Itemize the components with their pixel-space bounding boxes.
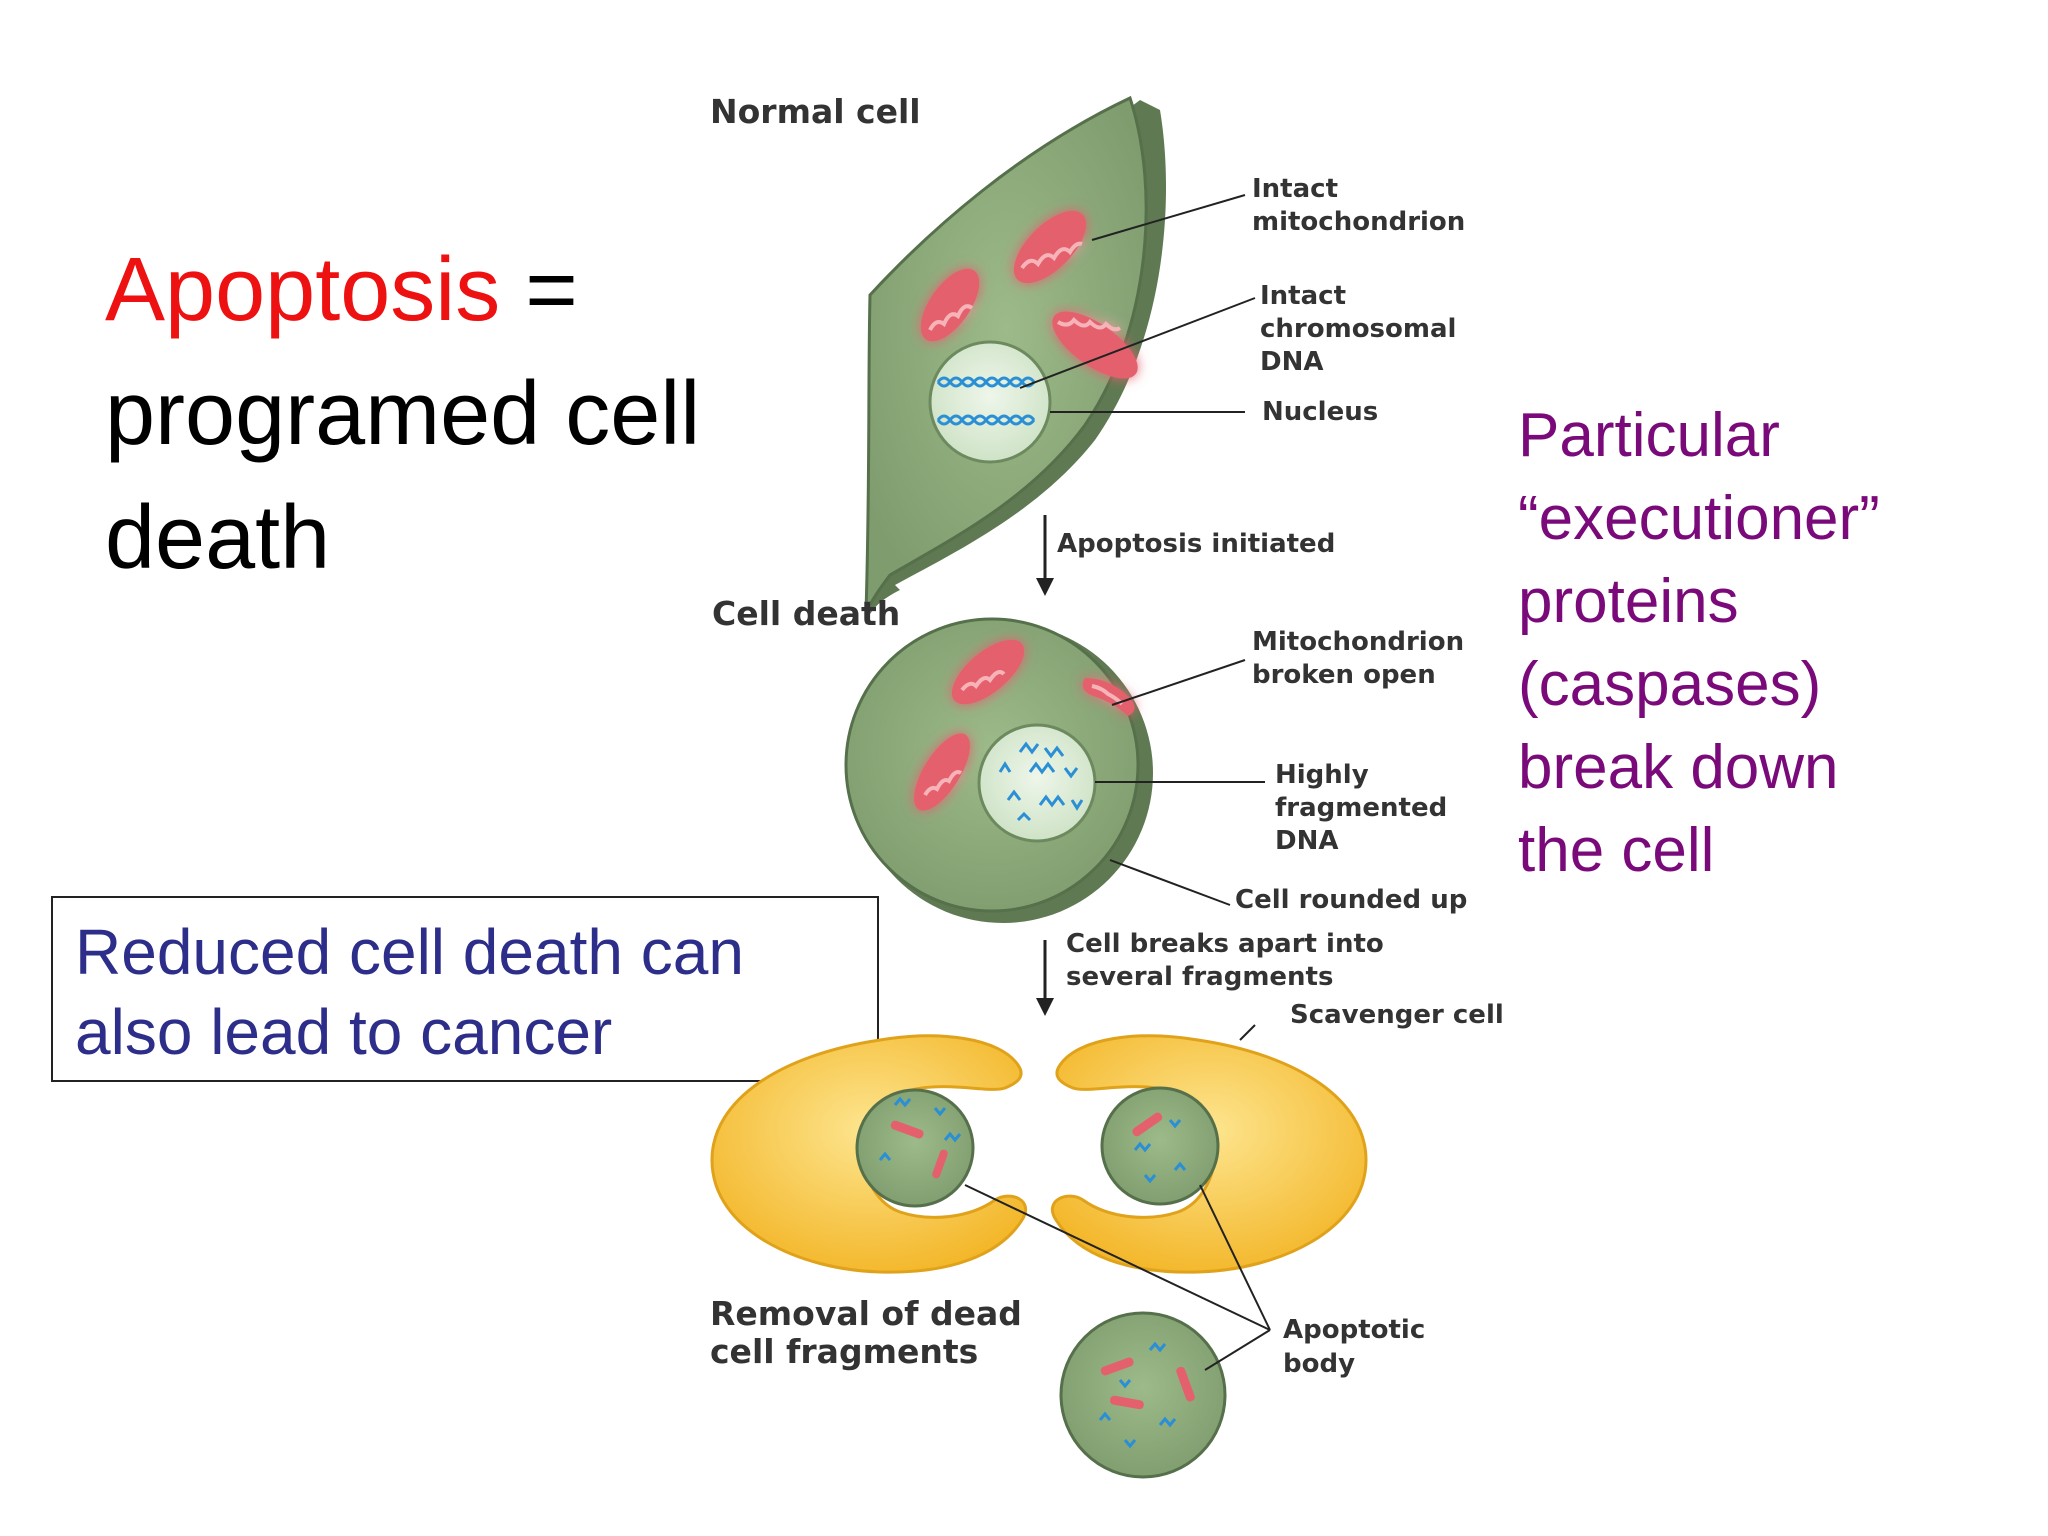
fragmented-dna-icon — [998, 741, 1084, 822]
label-apoptotic-body-2: body — [1283, 1349, 1355, 1379]
label-breaks-2: several fragments — [1066, 962, 1333, 992]
label-nucleus: Nucleus — [1262, 397, 1378, 427]
engulfed-fragment-right — [1100, 1086, 1220, 1206]
label-dna-frag-2: fragmented — [1275, 793, 1447, 823]
label-mito-broken-1: Mitochondrion — [1252, 627, 1464, 657]
fragment-dna-icon — [878, 1096, 1187, 1449]
label-dna-frag-3: DNA — [1275, 826, 1338, 856]
intact-mitochondrion-icon — [920, 210, 1138, 379]
label-scavenger-cell: Scavenger cell — [1290, 1000, 1504, 1030]
slide-title: Apoptosis = programed cell death — [105, 228, 825, 600]
title-highlight: Apoptosis — [105, 240, 501, 340]
title-equals: = — [525, 240, 578, 340]
label-intact-dna-3: DNA — [1260, 347, 1323, 377]
label-intact-mito-2: mitochondrion — [1252, 207, 1465, 237]
stage-removal-2: cell fragments — [710, 1332, 978, 1371]
arrow-cell-breaks-apart — [1036, 940, 1054, 1016]
engulfed-fragment-left — [855, 1088, 975, 1208]
normal-cell-leaders — [1019, 194, 1256, 413]
label-apoptosis-initiated: Apoptosis initiated — [1057, 529, 1335, 559]
label-dna-frag-1: Highly — [1275, 760, 1369, 790]
stage-removal-1: Removal of dead — [710, 1294, 1022, 1333]
caspase-line: (caspases) — [1518, 650, 1822, 719]
title-line-1: Apoptosis = — [105, 228, 825, 352]
title-line-3: death — [105, 488, 331, 588]
label-intact-dna-2: chromosomal — [1260, 314, 1456, 344]
stage-normal-cell: Normal cell — [710, 92, 921, 131]
caspase-line: the cell — [1518, 816, 1715, 885]
label-intact-mito-1: Intact — [1252, 174, 1338, 204]
cell-death-leaders — [1095, 659, 1265, 906]
caspase-line: break down — [1518, 733, 1839, 802]
label-breaks-1: Cell breaks apart into — [1066, 929, 1384, 959]
intact-dna-icon — [936, 376, 1036, 426]
label-cell-rounded: Cell rounded up — [1235, 885, 1467, 915]
caspase-line: Particular — [1518, 401, 1780, 470]
label-intact-dna-1: Intact — [1260, 281, 1346, 311]
removal-leaders — [964, 1024, 1271, 1371]
caspase-line: “executioner” — [1518, 484, 1880, 553]
intact-nucleus — [928, 340, 1052, 464]
cancer-note-box: Reduced cell death can also lead to canc… — [51, 896, 879, 1082]
label-mito-broken-2: broken open — [1252, 660, 1436, 690]
fragmented-nucleus — [977, 723, 1097, 843]
label-apoptotic-body-1: Apoptotic — [1283, 1315, 1425, 1345]
stage-cell-death: Cell death — [712, 594, 900, 633]
title-line-2: programed cell — [105, 364, 701, 464]
free-apoptotic-body — [1059, 1311, 1227, 1479]
caspase-note: Particular “executioner” proteins (caspa… — [1518, 394, 2018, 892]
caspase-line: proteins — [1518, 567, 1739, 636]
broken-mitochondrion-icon — [914, 639, 1135, 811]
arrow-apoptosis-initiated — [1036, 515, 1054, 596]
fragment-mito-icon — [890, 1112, 1195, 1410]
